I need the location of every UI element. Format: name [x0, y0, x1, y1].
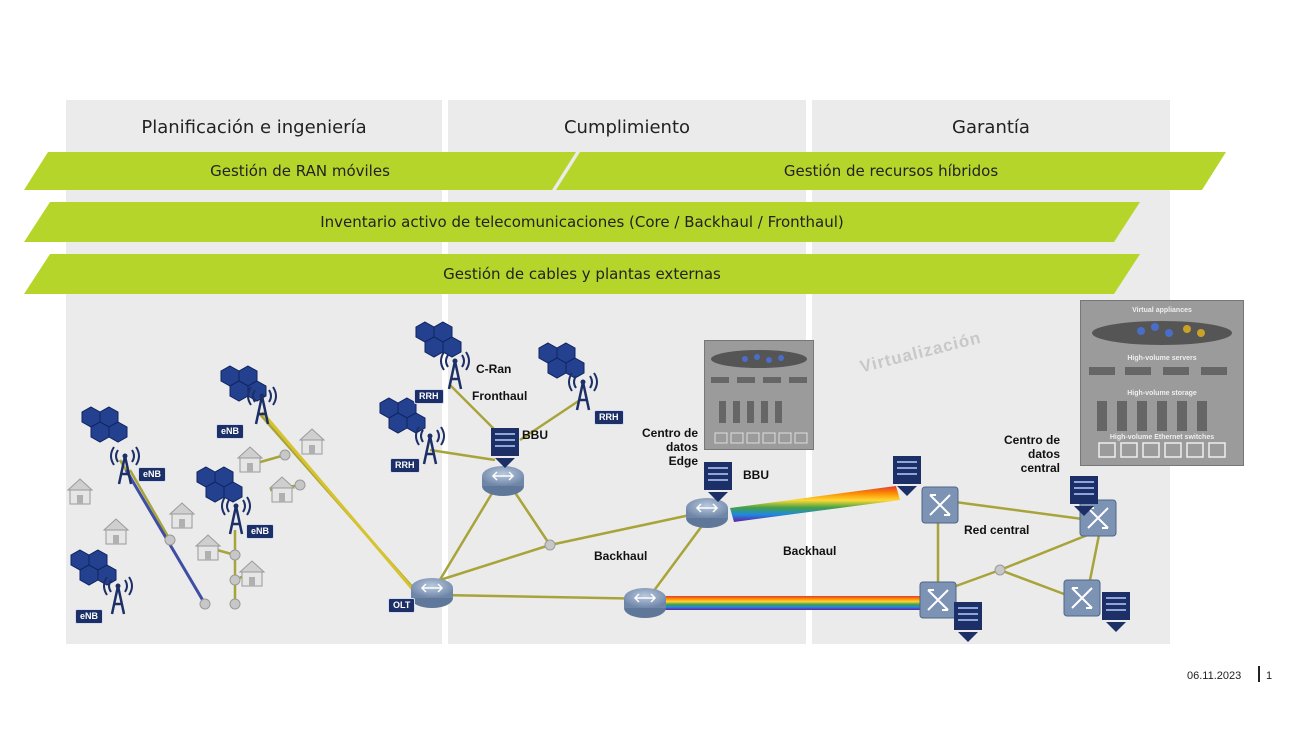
banner-ran-management: Gestión de RAN móviles	[24, 152, 576, 190]
label-backhaul-1: Backhaul	[594, 549, 648, 563]
column-title-planning: Planificación e ingeniería	[141, 117, 367, 138]
panel-switches: High-volume Ethernet switches	[1109, 434, 1215, 441]
enb-tag-4: eNB	[75, 609, 104, 624]
fiber-link-enb-tower-2	[260, 411, 417, 593]
banner-hybrid-label: Gestión de recursos híbridos	[783, 162, 999, 180]
panel-title: Virtual appliances	[1132, 307, 1192, 314]
label-bbu-1: BBU	[522, 428, 548, 442]
label-central-dc: Centro de datos central	[1003, 433, 1060, 475]
virtual-appliances-panel-central: Virtual appliances High-volume servers H…	[1080, 300, 1244, 466]
banner-inventory-label: Inventario activo de telecomunicaciones …	[320, 213, 844, 231]
banner-cables-label: Gestión de cables y plantas externas	[443, 265, 721, 283]
fiber-bundle-bottom	[660, 596, 922, 610]
junction-points	[164, 449, 1006, 610]
rrh-tag-2: RRH	[390, 458, 420, 473]
panel-storage: High-volume storage	[1127, 390, 1197, 397]
footer-page-number: 1	[1266, 670, 1273, 682]
label-core-network: Red central	[964, 523, 1030, 537]
banner-cable-management: Gestión de cables y plantas externas	[24, 254, 1140, 294]
fiber-bundle-top	[730, 486, 900, 522]
label-edge-dc: Centro de datos Edge	[641, 426, 698, 468]
banner-ran-label: Gestión de RAN móviles	[210, 162, 390, 180]
column-title-assurance: Garantía	[952, 117, 1030, 138]
column-title-fulfillment: Cumplimiento	[563, 117, 691, 138]
footer-separator	[1258, 666, 1260, 682]
rrh-tag-3: RRH	[594, 410, 624, 425]
panel-servers: High-volume servers	[1127, 355, 1197, 362]
rrh-tag-1: RRH	[414, 389, 444, 404]
banner-active-inventory: Inventario activo de telecomunicaciones …	[24, 202, 1140, 242]
label-fronthaul: Fronthaul	[472, 389, 528, 403]
enb-tag-2: eNB	[216, 424, 245, 439]
enb-tag-1: eNB	[138, 467, 167, 482]
label-backhaul-2: Backhaul	[783, 544, 837, 558]
olt-tag: OLT	[388, 598, 416, 613]
footer-date: 06.11.2023	[1187, 670, 1242, 682]
label-bbu-2: BBU	[743, 468, 769, 482]
enb-tag-3: eNB	[246, 524, 275, 539]
virtual-appliances-panel-edge	[704, 340, 814, 450]
banner-hybrid-resources: Gestión de recursos híbridos	[556, 152, 1226, 190]
label-cran: C-Ran	[476, 362, 512, 376]
